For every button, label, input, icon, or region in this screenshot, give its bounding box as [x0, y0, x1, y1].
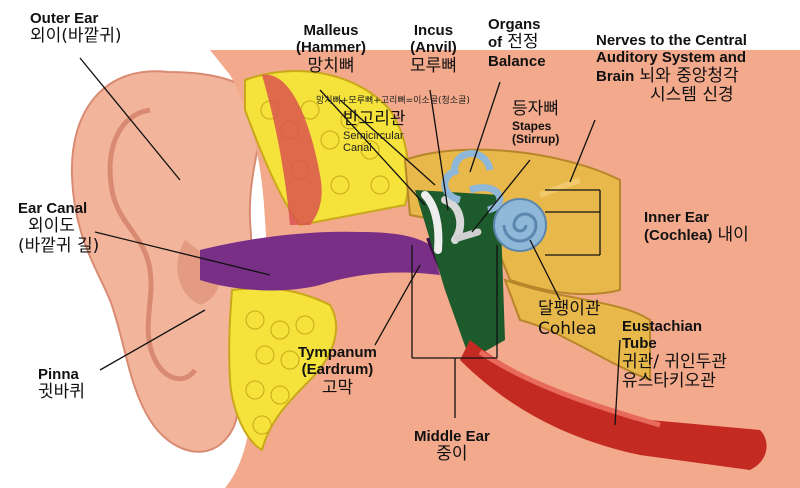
- label-pinna: Pinna 귓바퀴: [38, 366, 85, 403]
- nerves-ko-1: 뇌와 중앙청각: [639, 65, 739, 86]
- cochlea-ko: 달팽이관: [538, 299, 601, 319]
- stapes-shape: [454, 228, 482, 242]
- ossicles-note: 망치뼈+모루뼈+고리뼈=이소골(청소골): [316, 96, 470, 106]
- malleus-en: Malleus: [303, 22, 359, 39]
- label-organs-of-balance: Organs of 전정 Balance: [488, 16, 546, 70]
- pinna-inner-fold: [107, 107, 198, 382]
- label-incus: Incus (Anvil) 모루뼈: [410, 22, 457, 76]
- label-eustachian: Eustachian Tube 귀관/ 귀인두관 유스타키오관: [622, 318, 727, 392]
- auditory-nerve: [538, 177, 582, 198]
- label-outer-ear: Outer Ear 외이(바깥귀): [30, 10, 121, 47]
- malleus-en-2: (Hammer): [296, 39, 367, 57]
- tympanum-en-2: (Eardrum): [301, 361, 374, 379]
- label-tympanum: Tympanum (Eardrum) 고막: [298, 344, 377, 398]
- middle-ear-ko: 중이: [436, 444, 468, 465]
- nerves-ko-2: 시스템 신경: [650, 85, 734, 106]
- malleus-ko: 망치뼈: [307, 55, 355, 76]
- semicircular-en-1: Semicircular: [343, 129, 404, 142]
- cochlea-shape: [493, 198, 547, 252]
- balance-en: Balance: [488, 52, 546, 70]
- semicircular-ko: 반고리관: [343, 109, 406, 129]
- outer-ear-ko: 외이(바깥귀): [30, 26, 122, 47]
- pinna-ko: 귓바퀴: [38, 382, 85, 403]
- incus-ko: 모루뼈: [410, 55, 457, 76]
- label-semicircular: 반고리관 Semicircular Canal: [343, 109, 406, 155]
- stapes-en-1: Stapes: [512, 118, 552, 133]
- inner-ear-ko: 내이: [717, 225, 749, 246]
- semicircular-en-2: Canal: [343, 142, 372, 155]
- tympanum-ko: 고막: [321, 377, 354, 398]
- label-inner-ear: Inner Ear (Cochlea) 내이: [644, 208, 749, 246]
- bone-lower: [503, 278, 651, 382]
- label-middle-ear: Middle Ear 중이: [414, 428, 490, 465]
- organs-of-en: of: [488, 34, 503, 52]
- inner-ear-en-1: Inner Ear: [644, 209, 710, 226]
- stapes-en-2: (Stirrup): [512, 132, 560, 147]
- tympanum-en-1: Tympanum: [298, 344, 377, 361]
- eustachian-en-1: Eustachian: [622, 318, 703, 335]
- ear-canal-ko-2: (바깥귀 길): [18, 235, 100, 256]
- outer-ear-en: Outer Ear: [30, 10, 99, 27]
- eustachian-ko-1: 귀관/ 귀인두관: [622, 351, 727, 372]
- nerves-en-1: Nerves to the Central: [596, 32, 747, 49]
- muscle-strip: [262, 74, 322, 226]
- nerves-en-2: Auditory System and: [596, 49, 747, 67]
- concha-shadow: [177, 240, 222, 305]
- eustachian-en-2: Tube: [622, 335, 657, 353]
- eustachian-tube-shape: [460, 340, 767, 470]
- cochlea-en: Cohlea: [538, 318, 597, 339]
- label-nerves: Nerves to the Central Auditory System an…: [596, 32, 747, 106]
- incus-en-2: (Anvil): [410, 39, 457, 57]
- stapes-ko: 등자뼈: [512, 99, 559, 119]
- eustachian-ko-2: 유스타키오관: [622, 371, 716, 392]
- label-stapes: 등자뼈 Stapes (Stirrup): [512, 99, 560, 147]
- inner-ear-en-2: (Cochlea): [644, 227, 713, 245]
- malleus-shape: [421, 191, 443, 254]
- pinna-en: Pinna: [38, 366, 79, 383]
- label-ear-canal: Ear Canal 외이도 (바깥귀 길): [18, 200, 99, 256]
- ear-canal-shape: [200, 231, 440, 291]
- ear-canal-en: Ear Canal: [18, 200, 88, 217]
- label-cochlea: 달팽이관 Cohlea: [538, 299, 601, 339]
- eustachian-tube-highlight: [478, 349, 661, 428]
- organs-ko: 전정: [507, 32, 539, 53]
- nerves-en-3: Brain: [596, 67, 635, 85]
- organs-en: Organs: [488, 16, 541, 33]
- leader-lines: [79, 57, 621, 426]
- label-malleus: Malleus (Hammer) 망치뼈: [296, 22, 366, 76]
- incus-en: Incus: [413, 22, 454, 39]
- middle-ear-en: Middle Ear: [414, 428, 490, 445]
- ear-canal-ko-1: 외이도: [28, 216, 75, 237]
